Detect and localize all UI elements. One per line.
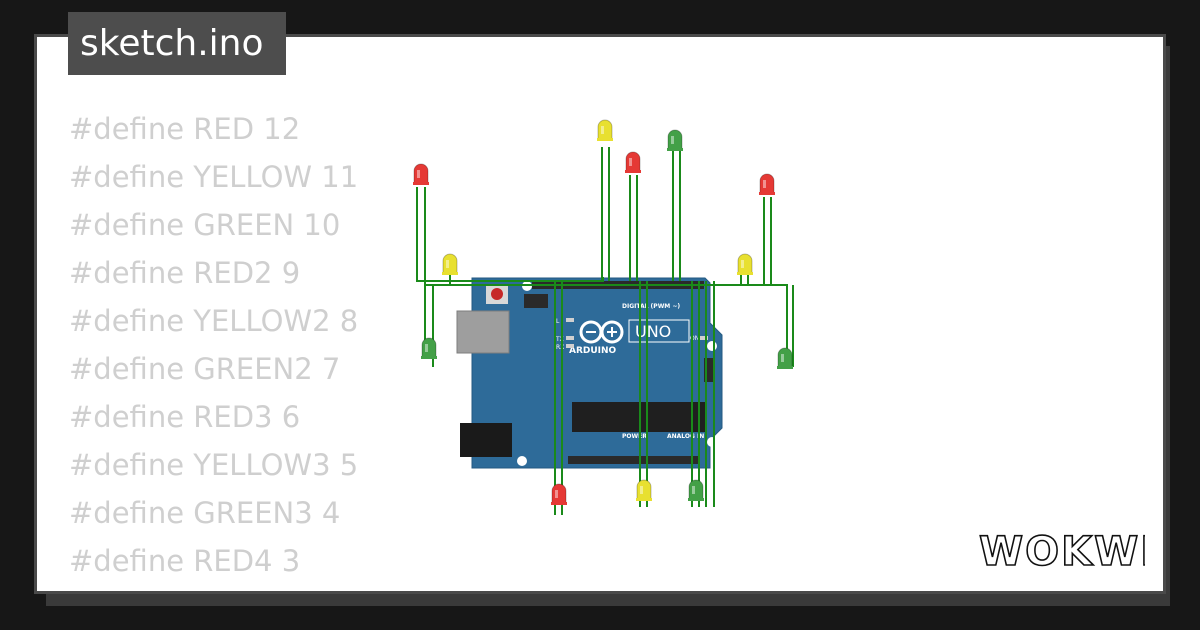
arduino-logo-icon [579, 320, 624, 344]
wire [424, 187, 788, 357]
led-green4[interactable] [688, 479, 704, 501]
analog-label: ANALOG IN [667, 433, 704, 440]
led-yellow3[interactable] [737, 253, 753, 275]
circuit-diagram: ARDUINO UNO DIGITAL (PWM ~) POWER ANALOG… [413, 119, 794, 515]
digital-label: DIGITAL (PWM ~) [622, 303, 680, 310]
on-label: ON [690, 335, 699, 342]
l-label: L [556, 318, 560, 325]
wokwi-logo-text: WOKWI [979, 529, 1145, 575]
power-jack [460, 423, 512, 457]
led-red2[interactable] [625, 151, 641, 173]
led-green[interactable] [667, 129, 683, 151]
file-tab[interactable]: sketch.ino [68, 12, 286, 75]
preview-card: #define RED 12 #define YELLOW 11 #define… [34, 34, 1166, 594]
code-line: #define YELLOW 11 [69, 160, 359, 194]
code-line: #define YELLOW3 5 [69, 448, 359, 482]
wiring [416, 147, 794, 515]
model-badge [628, 319, 690, 343]
code-line: #define GREEN 10 [69, 208, 341, 242]
power-label: POWER [622, 433, 647, 440]
rx-led [566, 344, 574, 348]
icsp-header [524, 294, 548, 308]
rx-label: RX [556, 344, 564, 351]
led-green3[interactable] [777, 347, 793, 369]
code-line: #define RED4 3 [69, 544, 301, 578]
code-line: #define GREEN3 4 [69, 496, 341, 530]
led-red3[interactable] [759, 173, 775, 195]
led-green2[interactable] [421, 337, 437, 359]
led-yellow[interactable] [597, 119, 613, 141]
usb-port [456, 310, 510, 354]
mounting-hole [707, 341, 717, 351]
l-led [566, 318, 574, 322]
code-line: #define RED2 9 [69, 256, 301, 290]
model-label: UNO [635, 322, 671, 341]
led-layer [413, 119, 793, 505]
code-line: #define RED 12 [69, 112, 301, 146]
power-led [700, 336, 708, 340]
code-listing: #define RED 12 #define YELLOW 11 #define… [69, 105, 359, 591]
power-analog-header [568, 456, 700, 464]
led-red4[interactable] [551, 483, 567, 505]
icsp-header-2 [704, 358, 714, 382]
led-yellow2[interactable] [442, 253, 458, 275]
tx-label: TX [555, 336, 564, 343]
arduino-uno-board[interactable]: ARDUINO UNO DIGITAL (PWM ~) POWER ANALOG… [456, 277, 723, 469]
code-line: #define RED3 6 [69, 400, 301, 434]
tx-led [566, 336, 574, 340]
led-red[interactable] [413, 163, 429, 185]
wokwi-logo: WOKWI [978, 528, 1145, 575]
led-yellow4[interactable] [636, 479, 652, 501]
reset-button-cap [491, 288, 503, 300]
code-line: #define GREEN2 7 [69, 352, 341, 386]
brand-label: ARDUINO [569, 346, 617, 356]
mounting-hole [517, 456, 527, 466]
mounting-hole [707, 437, 717, 447]
code-line: #define YELLOW2 8 [69, 304, 359, 338]
